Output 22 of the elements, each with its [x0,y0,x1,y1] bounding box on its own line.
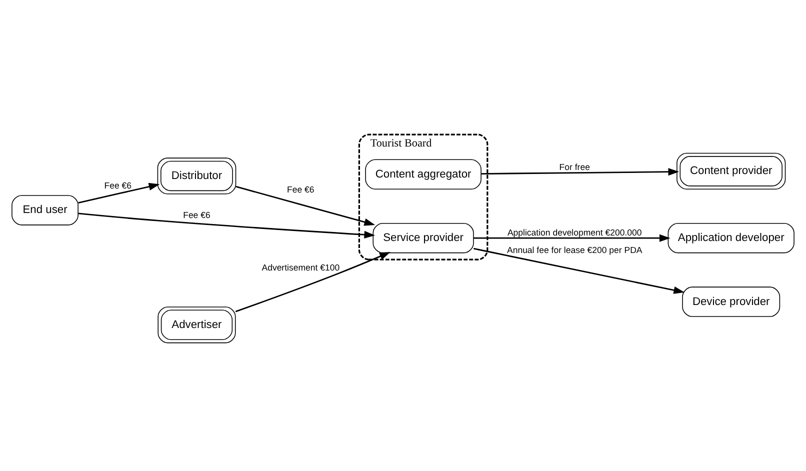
node-box: Distributor [157,158,236,194]
edge-label: Fee €6 [287,184,314,195]
arrow [235,252,390,312]
node-box: Application developer [668,222,794,254]
arrow [474,234,670,242]
node-box: Content aggregator [365,159,482,190]
node-box: Device provider [682,286,780,317]
edge-label: Annual fee for lease €200 per PDA [507,245,642,256]
edge-label: Advertisement €100 [262,262,340,273]
node-box: Advertiser [158,306,236,344]
arrow [78,182,160,204]
arrow [473,248,685,294]
node-box: Content provider [676,152,786,190]
arrow [481,168,680,176]
edge-label: Fee €6 [183,210,210,220]
edge-label: Fee €6 [104,180,132,191]
arrow [236,186,376,226]
edge-label: For free [559,162,590,172]
edge-label: Application development €200.000 [507,228,642,238]
node-box: End user [12,195,78,226]
arrow [78,212,376,238]
node-box: Service provider [372,222,474,254]
